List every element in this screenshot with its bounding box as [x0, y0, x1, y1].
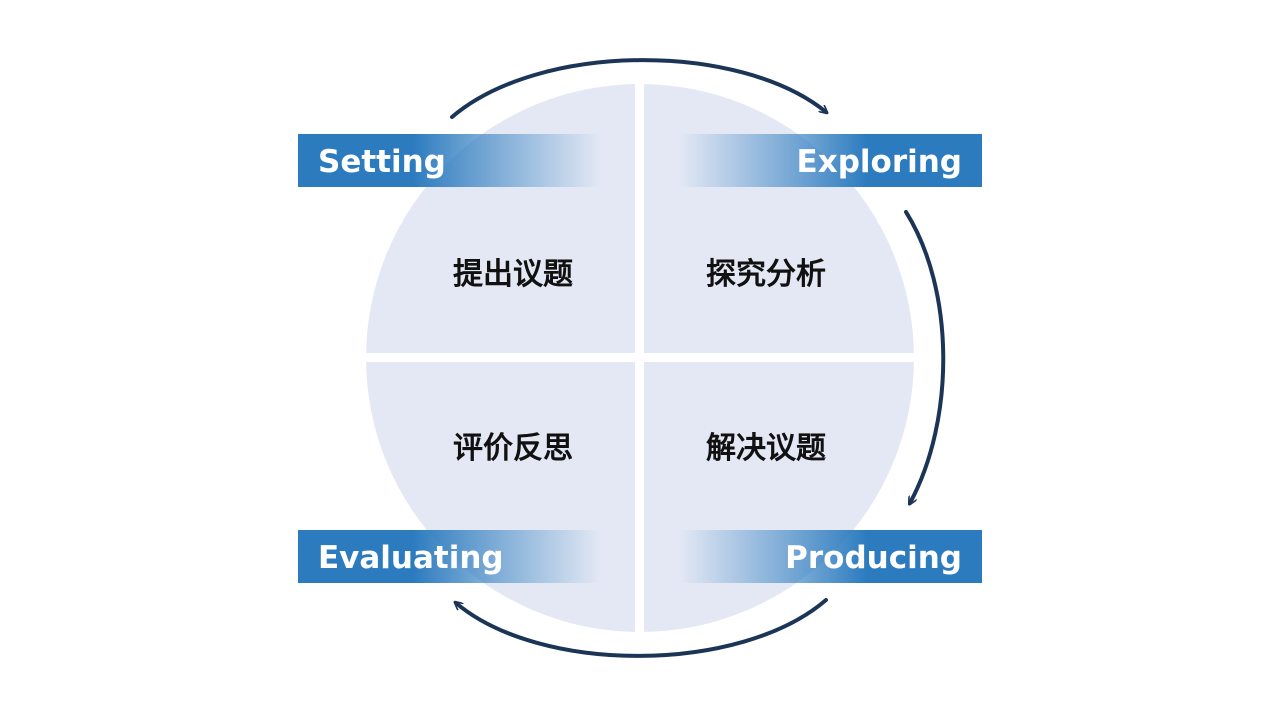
setting-banner	[298, 134, 600, 187]
phase-label-evaluating: Evaluating	[318, 540, 504, 576]
quadrant-label-top-left: 提出议题	[453, 257, 573, 292]
horizontal-divider	[360, 353, 920, 362]
arrow-producing-to-evaluating	[456, 598, 828, 658]
evaluating-banner	[298, 530, 600, 583]
quadrant-label-bottom-left: 评价反思	[453, 431, 573, 466]
phase-label-exploring: Exploring	[797, 144, 962, 180]
arrow-setting-to-exploring	[450, 58, 826, 119]
arrow-exploring-to-producing	[904, 210, 946, 503]
exploring-banner	[680, 134, 982, 187]
producing-banner	[680, 530, 982, 583]
phase-label-setting: Setting	[318, 144, 446, 180]
quadrant-label-top-right: 探究分析	[706, 257, 826, 292]
phase-label-producing: Producing	[785, 540, 962, 576]
quadrant-label-bottom-right: 解决议题	[706, 431, 826, 466]
